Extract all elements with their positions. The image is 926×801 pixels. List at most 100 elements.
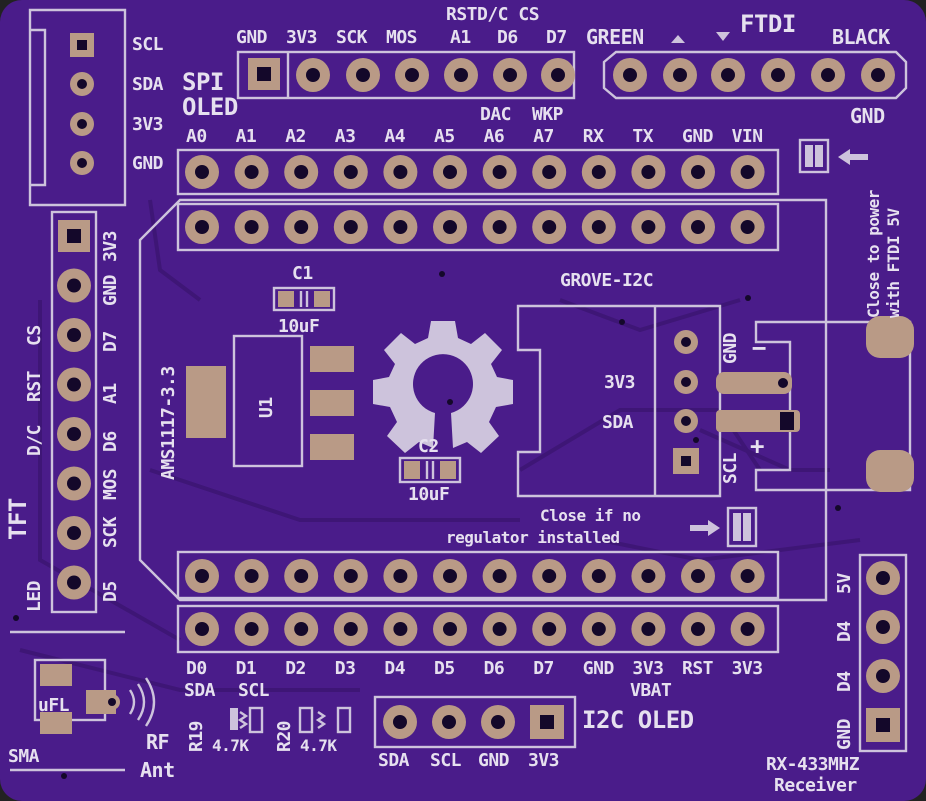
ftdi-title: FTDI	[740, 10, 796, 38]
top-inner-pin-5-hole	[443, 220, 457, 234]
top-inner-pin-7-hole	[542, 220, 557, 234]
bottom-inner-pin-1-hole	[244, 569, 259, 583]
battery-holder	[716, 316, 914, 492]
bottom-row-pin-2-hole	[294, 622, 309, 636]
tft-left-label-3: LED	[24, 580, 45, 612]
topRow-label-8: RX	[582, 126, 604, 147]
bottom-inner-pin-10-hole	[691, 569, 705, 583]
ftdi-black-label: BLACK	[832, 25, 890, 49]
tft-pin-5-hole	[67, 476, 81, 491]
oled-pin-3v3-label: 3V3	[132, 114, 164, 135]
bottomRow-label-3: D3	[334, 658, 356, 679]
rx-pin-d4b-label: D4	[834, 671, 855, 692]
tft-pin-7-hole	[67, 575, 81, 590]
bottom-row-pin-8-hole	[591, 622, 606, 636]
bottom-row-pin-11-hole	[740, 622, 755, 636]
r20-scl-label: SCL	[238, 680, 270, 701]
ftdi-power-jumper	[798, 138, 868, 174]
tft-pin-label-7: D5	[100, 581, 121, 602]
capacitor-c1	[272, 286, 336, 312]
oled-pin-scl-label: SCL	[132, 34, 164, 55]
rf-label: RF	[146, 730, 170, 754]
topRow-label-9: TX	[632, 126, 654, 147]
top-inner-pin-9-hole	[641, 220, 656, 234]
bottomRow-label-11: 3V3	[731, 658, 764, 679]
bottomRow-label-5: D5	[434, 658, 455, 679]
rx433-title-line2: Receiver	[774, 775, 857, 796]
top-inner-pin-3-hole	[343, 220, 358, 234]
spi-pin-3v3-label: 3V3	[286, 27, 318, 48]
tft-pin-label-1: GND	[100, 274, 121, 306]
tft-pin-6-hole	[67, 526, 81, 540]
top-row-pin-7-hole	[542, 165, 557, 179]
power-note-line1: Close to power	[864, 190, 883, 318]
top-inner-pin-11-hole	[740, 220, 755, 234]
bottomRow-label-8: GND	[582, 658, 615, 679]
bottom-inner-pin-4-hole	[393, 569, 408, 583]
top-row-pin-2-hole	[294, 165, 309, 179]
top-row-pin-6-hole	[492, 165, 507, 179]
bottom-row-pin-7-hole	[542, 622, 557, 636]
oled-pin-sda-label: SDA	[132, 74, 164, 95]
top-row-pin-9-hole	[641, 165, 656, 179]
tft-pin-label-4: D6	[100, 431, 121, 452]
bottom-row-pin-5-hole	[443, 622, 457, 636]
oled-pin-gnd-label: GND	[132, 153, 164, 174]
ftdi-green-label: GREEN	[586, 25, 644, 49]
bottom-row-pins	[185, 559, 765, 646]
tft-left-label-0: CS	[24, 325, 45, 346]
regulator-ref: U1	[256, 397, 277, 418]
topRow-label-6: A6	[483, 126, 505, 147]
rx-pin-gnd-label: GND	[834, 718, 855, 750]
resistor-r20	[298, 706, 352, 734]
top-inner-pin-0-hole	[195, 220, 209, 234]
regulator-note-line1: Close if no	[540, 506, 641, 525]
tft-header	[50, 210, 98, 614]
bottomRow-label-2: D2	[285, 658, 306, 679]
top-row-pin-4-hole	[393, 165, 408, 179]
spi-pin-sck-label: SCK	[336, 27, 368, 48]
ftdi-header	[602, 32, 908, 100]
spi-header	[236, 50, 576, 100]
top-inner-pin-4-hole	[393, 220, 408, 234]
tft-pins	[57, 268, 91, 600]
rx433-header	[858, 553, 908, 753]
i2c-pin-gnd-label: GND	[478, 750, 510, 771]
i2c-oled-title: I2C OLED	[582, 706, 694, 734]
top-row-pin-1-hole	[244, 165, 259, 179]
ufl-label: uFL	[38, 695, 70, 716]
bottomRow-label-9: 3V3	[632, 658, 664, 679]
tft-pin-label-2: D7	[100, 331, 121, 352]
tft-left-label-2: D/C	[24, 424, 45, 456]
bottom-inner-pin-3-hole	[343, 569, 358, 583]
bottom-row-pin-4-hole	[393, 622, 408, 636]
r19-label: R19	[186, 720, 207, 752]
top-row-pin-3-hole	[343, 165, 358, 179]
bottom-row-pin-10-hole	[691, 622, 705, 636]
capacitor-c2	[398, 456, 462, 484]
bottom-inner-pin-5-hole	[443, 569, 457, 583]
topRow-label-10: GND	[682, 126, 714, 147]
tft-pin-3-hole	[67, 377, 81, 392]
bottomRow-label-6: D6	[483, 658, 505, 679]
i2c-pin-sda-label: SDA	[378, 750, 410, 771]
resistor-r19	[230, 706, 264, 734]
top-inner-pin-10-hole	[691, 220, 705, 234]
tft-pin-2-hole	[67, 328, 81, 342]
topRow-label-4: A4	[384, 126, 406, 147]
battery-minus: −	[752, 334, 766, 362]
bottomRow-label-7: D7	[533, 658, 554, 679]
rx433-title-line1: RX-433MHZ	[766, 754, 860, 775]
bottomRow-label-1: D1	[235, 658, 257, 679]
battery-plus: +	[750, 432, 764, 460]
top-inner-pin-1-hole	[244, 220, 259, 234]
grove-pin-scl-label: SCL	[720, 452, 741, 484]
tft-left-label-1: RST	[24, 370, 45, 402]
r19-value: 4.7K	[212, 736, 249, 755]
top-inner-pin-2-hole	[294, 220, 309, 234]
tft-title: TFT	[4, 498, 32, 540]
spi-oled-label: SPI OLED	[182, 68, 238, 122]
bottom-inner-pin-11-hole	[740, 569, 755, 583]
spi-top-label: RSTD/C CS	[446, 4, 540, 25]
